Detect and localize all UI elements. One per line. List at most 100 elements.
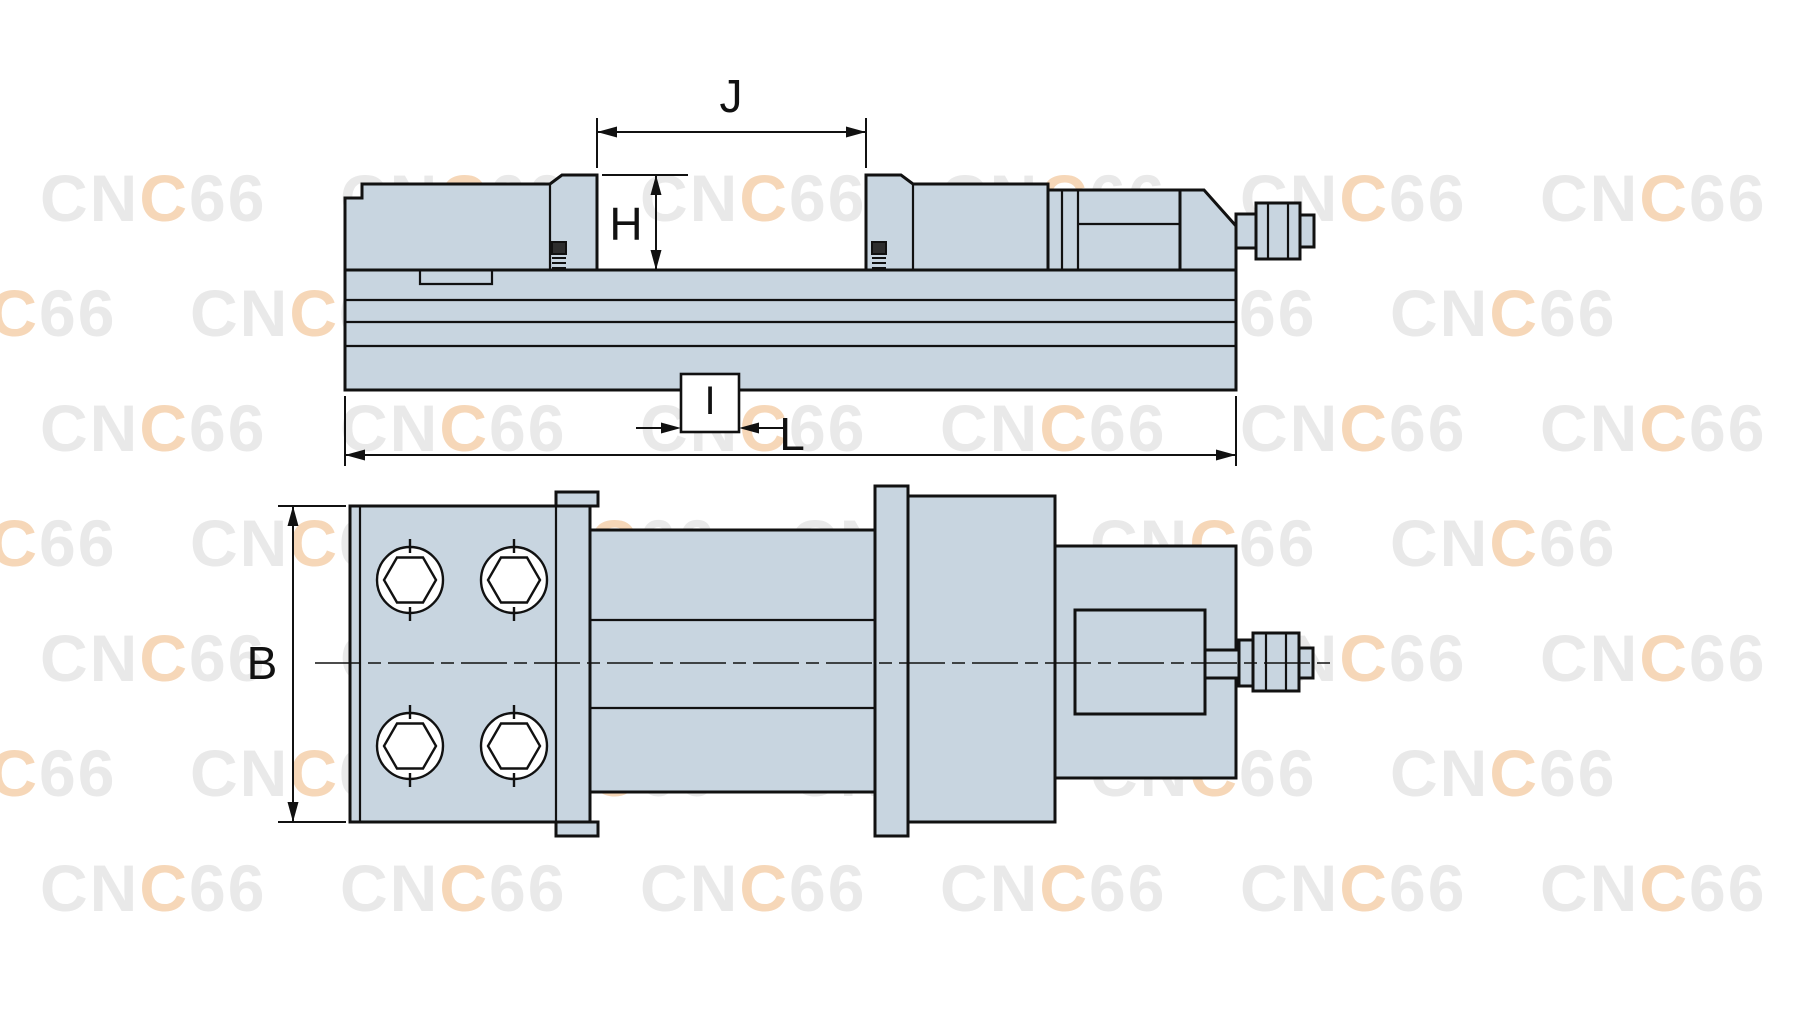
- screw-tip: [1298, 213, 1316, 249]
- housing-end-block: [1178, 188, 1238, 272]
- label-overall-length: L: [779, 408, 805, 460]
- bed-notch: [418, 270, 494, 286]
- watermark-text: C: [1639, 391, 1689, 465]
- arrow-i-right: [739, 422, 759, 434]
- watermark-text: C: [1639, 161, 1689, 235]
- watermark-tile: CNC66: [40, 160, 266, 236]
- watermark-tile: CNC66: [40, 850, 266, 926]
- watermark-tile: CNC66: [1390, 275, 1616, 351]
- watermark-text: CN: [40, 851, 140, 925]
- plan-view-solids: [348, 484, 1315, 838]
- watermark-text: C: [1339, 161, 1389, 235]
- hex-bolt: [479, 705, 549, 787]
- watermark-tile: CNC66: [1540, 390, 1766, 466]
- watermark-text: CN: [340, 851, 440, 925]
- watermark-text: CN: [1390, 736, 1490, 810]
- watermark-text: C: [739, 851, 789, 925]
- watermark-tile: CNC66: [340, 390, 566, 466]
- watermark-text: 66: [1689, 391, 1767, 465]
- movable-jaw-block-plan: [906, 494, 1057, 824]
- fixed-jaw-clamp-screw: [551, 241, 567, 255]
- watermark-text: 66: [1689, 161, 1767, 235]
- arrow-b-up: [287, 506, 299, 526]
- watermark-text: 66: [39, 276, 117, 350]
- watermark-text: C: [1639, 851, 1689, 925]
- label-jaw-height: H: [609, 198, 642, 250]
- watermark-text: CN: [640, 851, 740, 925]
- watermark-tile: CNC66: [0, 505, 116, 581]
- movable-jaw-clamp-screw: [871, 241, 887, 255]
- watermark-text: C: [0, 506, 39, 580]
- watermark-text: C: [139, 161, 189, 235]
- watermark-tile: CNC66: [640, 160, 866, 236]
- fixed-jaw-plate-plan: [348, 504, 592, 824]
- hex-bolt: [479, 539, 549, 621]
- watermark-text: 66: [1539, 736, 1617, 810]
- screw-nut: [1254, 201, 1302, 261]
- bed-plan: [588, 528, 877, 794]
- watermark-text: 66: [1389, 621, 1467, 695]
- watermark-text: CN: [1540, 391, 1640, 465]
- watermark-text: 66: [1689, 851, 1767, 925]
- watermark-tile: CNC66: [0, 735, 116, 811]
- label-slot-width: I: [704, 379, 715, 423]
- watermark-text: 66: [1089, 851, 1167, 925]
- watermark-text: C: [1489, 506, 1539, 580]
- watermark-tile: CNC66: [40, 620, 266, 696]
- movable-jaw-strip-plan: [873, 484, 910, 838]
- watermark-text: 66: [1389, 161, 1467, 235]
- vise-bed: [343, 268, 1238, 392]
- bolt-hex-socket: [382, 722, 438, 770]
- screw-shaft: [1234, 212, 1258, 250]
- watermark-text: 66: [1539, 506, 1617, 580]
- screw-shaft-plan: [1203, 648, 1241, 680]
- watermark-text: C: [1039, 851, 1089, 925]
- plan-view-dimensions: [278, 505, 346, 823]
- watermark-text: 66: [189, 161, 267, 235]
- watermark-text: C: [139, 621, 189, 695]
- watermark-text: CN: [1540, 161, 1640, 235]
- side-view-solids: [343, 173, 1316, 392]
- watermark-text: CN: [190, 736, 290, 810]
- watermark-text: CN: [40, 161, 140, 235]
- jaw-clamp-details: [551, 241, 887, 269]
- bolt-hex-socket: [486, 722, 542, 770]
- watermark-tile: CNC66: [1390, 505, 1616, 581]
- fixed-jaw-spring: [552, 257, 566, 269]
- dimension-labels: J H I L B: [247, 70, 805, 689]
- watermark-text: 66: [1239, 506, 1317, 580]
- watermark-text: CN: [190, 276, 290, 350]
- watermark-tile: CNC66: [340, 850, 566, 926]
- watermark-tile: CNC66: [1390, 735, 1616, 811]
- watermark-text: 66: [39, 736, 117, 810]
- arrow-b-down: [287, 802, 299, 822]
- watermark-text: C: [139, 391, 189, 465]
- screw-nut-plan: [1251, 631, 1301, 693]
- watermark-text: CN: [40, 391, 140, 465]
- watermark-text: 66: [789, 391, 867, 465]
- watermark-text: C: [1339, 851, 1389, 925]
- plate-tab-top: [554, 490, 600, 508]
- watermark-tile: CNC66: [1240, 390, 1466, 466]
- watermark-text: CN: [1540, 621, 1640, 695]
- screw-housing: [1046, 188, 1182, 272]
- watermark-tile: CNC66: [0, 275, 116, 351]
- watermark-text: C: [439, 851, 489, 925]
- watermark-text: 66: [189, 621, 267, 695]
- watermark-text: 66: [189, 391, 267, 465]
- side-view-detail-lines: [345, 184, 1290, 348]
- plate-tab-bottom: [554, 820, 600, 838]
- watermark-tile: CNC66: [940, 390, 1166, 466]
- watermark-tile: CNC66: [1540, 850, 1766, 926]
- dimension-arrowheads: [345, 126, 1236, 461]
- watermark-text: C: [139, 851, 189, 925]
- watermark-text: CN: [40, 621, 140, 695]
- mounting-bolts: [375, 539, 549, 787]
- watermark-text: 66: [1239, 276, 1317, 350]
- watermark-tile: CNC66: [1540, 160, 1766, 236]
- movable-jaw: [864, 173, 1050, 272]
- watermark-text: C: [1339, 391, 1389, 465]
- watermark-text: 66: [1239, 736, 1317, 810]
